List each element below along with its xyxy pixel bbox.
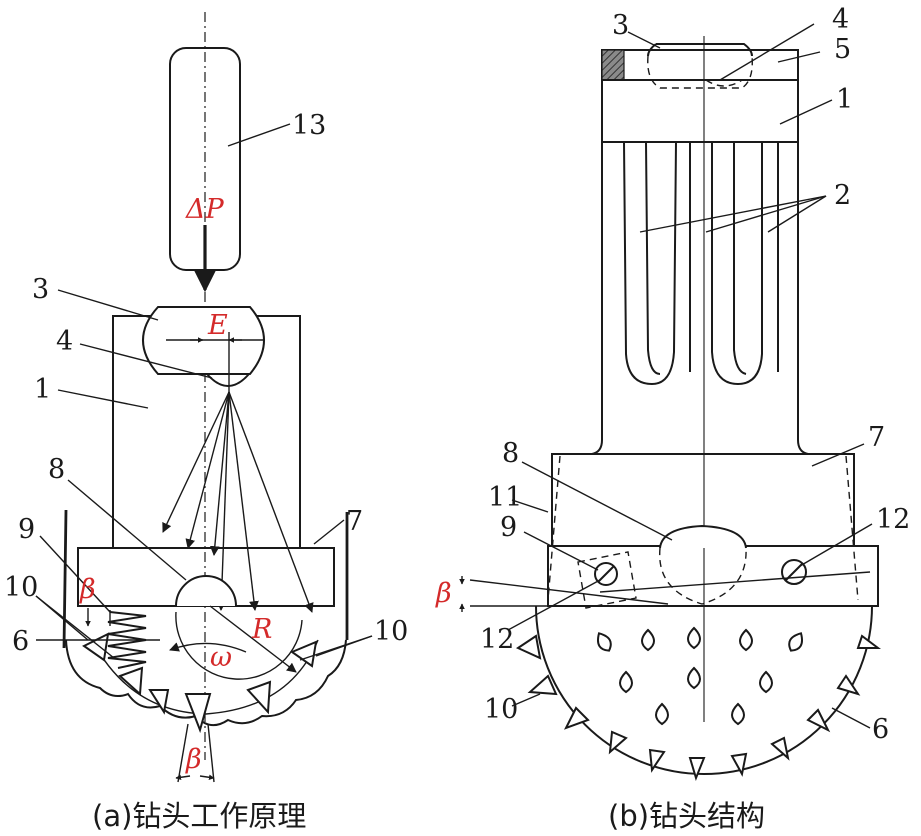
shaft-8 [175, 575, 237, 607]
right-label-8: 8 [502, 438, 519, 469]
beta-wedge [469, 579, 669, 605]
disk-rim [91, 639, 319, 715]
right-label-4: 4 [832, 4, 849, 35]
left-label-8: 8 [48, 454, 65, 485]
rotation-arc [169, 642, 247, 653]
symbol-omega: ω [210, 642, 232, 673]
disk-holes [596, 626, 804, 726]
right-label-12b: 12 [480, 624, 514, 655]
right-label-10: 10 [484, 694, 518, 725]
left-label-10b: 10 [374, 616, 408, 647]
left-label-7: 7 [346, 506, 363, 537]
symbol-e: E [207, 310, 228, 341]
right-label-11: 11 [488, 482, 522, 513]
outer-casing [62, 509, 349, 649]
contact-4 [206, 373, 250, 387]
right-label-9: 9 [500, 512, 517, 543]
screw-12-left-pocket [577, 551, 637, 609]
left-label-6: 6 [12, 626, 29, 657]
right-label-6: 6 [872, 714, 889, 745]
right-label-7: 7 [868, 422, 885, 453]
symbol-r: R [251, 614, 272, 645]
right-leaders [507, 23, 873, 729]
left-leaders [35, 123, 373, 661]
right-diagram: 3 4 5 1 2 7 8 11 9 12 12 10 6 β (b)钻头结构 [435, 4, 910, 833]
left-label-10a: 10 [4, 572, 38, 603]
radius-arc [175, 611, 303, 680]
cutter-disk-6 [65, 639, 347, 727]
right-label-12a: 12 [876, 504, 910, 535]
top-cap-5 [601, 49, 799, 81]
disk-teeth-10 [515, 634, 881, 782]
force-arrows [162, 391, 314, 613]
right-label-5: 5 [834, 34, 851, 65]
hatched-corner [601, 49, 625, 81]
right-symbol-beta: β [435, 578, 452, 609]
right-label-1: 1 [836, 84, 853, 115]
symbol-delta-p: ΔP [185, 194, 224, 225]
right-caption: (b)钻头结构 [608, 799, 765, 833]
collar-1 [601, 79, 799, 143]
shaft-8-right [659, 524, 747, 549]
symbol-beta-1: β [79, 574, 96, 605]
left-label-4: 4 [56, 326, 73, 357]
cutter-disk-6-right [535, 605, 873, 775]
radius-r-line [209, 605, 297, 673]
flutes-2 [623, 141, 779, 386]
left-label-3: 3 [32, 274, 49, 305]
left-label-9: 9 [18, 514, 35, 545]
right-label-3: 3 [612, 10, 629, 41]
right-label-2: 2 [834, 180, 851, 211]
left-caption: (a)钻头工作原理 [92, 799, 306, 833]
left-label-1: 1 [34, 374, 51, 405]
left-diagram: 13 3 4 1 8 7 9 10 6 10 ΔP E β R ω β (a)钻… [4, 12, 408, 833]
left-label-13: 13 [292, 110, 326, 141]
ball-3-hidden [647, 55, 753, 89]
beta2-lines [177, 723, 189, 783]
symbol-beta-2: β [185, 744, 202, 775]
